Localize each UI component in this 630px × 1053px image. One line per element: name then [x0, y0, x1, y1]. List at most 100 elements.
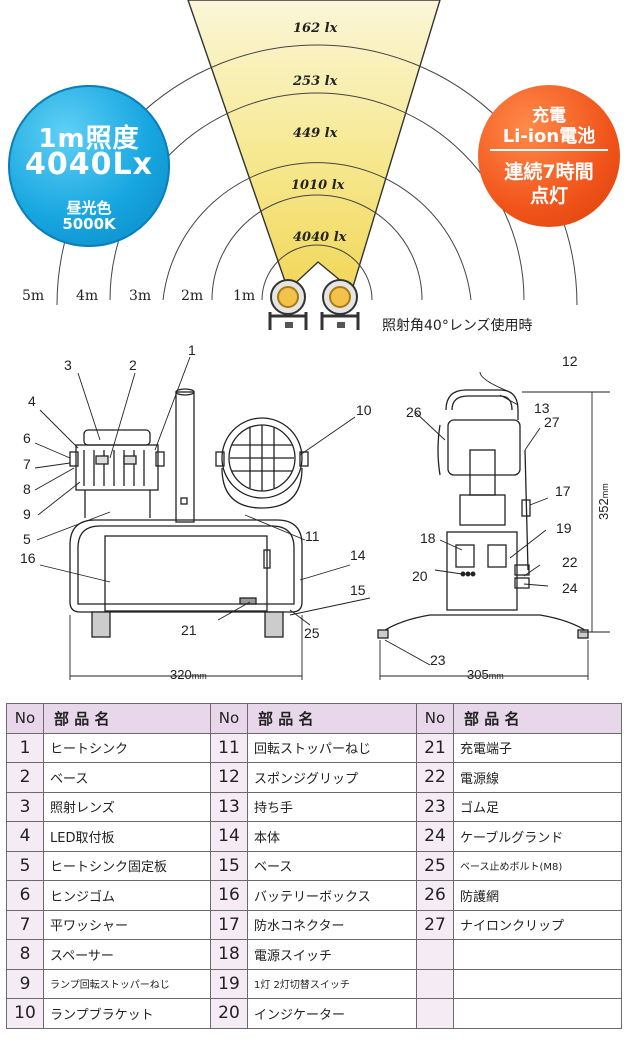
dimension-front-width: 320mm — [170, 667, 207, 682]
front-frame — [69, 519, 303, 638]
header-no-2: No — [210, 703, 248, 734]
part-name: ヒートシンク固定板 — [43, 850, 211, 881]
part-number: 23 — [416, 791, 454, 822]
part-number — [416, 998, 454, 1029]
callout-5: 5 — [23, 531, 31, 547]
lens-caption: 照射角40°レンズ使用時 — [382, 318, 533, 334]
dimension-height-value: 352 — [596, 498, 611, 520]
part-number: 27 — [416, 909, 454, 940]
callout-4: 4 — [28, 393, 36, 409]
callout-19: 19 — [556, 520, 572, 536]
callout-20: 20 — [412, 568, 428, 584]
distance-label-1m: 1m — [233, 288, 256, 304]
part-name — [453, 998, 622, 1029]
part-name: 持ち手 — [247, 791, 417, 822]
callout-8: 8 — [23, 481, 31, 497]
part-number: 12 — [210, 762, 248, 793]
dimension-height-unit: mm — [600, 483, 610, 499]
part-number: 25 — [416, 850, 454, 881]
lux-label-4m: 253 lx — [293, 74, 338, 89]
part-number: 3 — [6, 791, 44, 822]
part-name: 電源スイッチ — [247, 939, 417, 970]
callout-22: 22 — [562, 554, 578, 570]
callout-12: 12 — [562, 353, 578, 369]
lamp-heads — [268, 279, 360, 330]
callout-10: 10 — [356, 402, 372, 418]
technical-drawing — [34, 356, 610, 680]
part-name: スペーサー — [43, 939, 211, 970]
part-number: 24 — [416, 821, 454, 852]
distance-label-2m: 2m — [181, 288, 204, 304]
callout-11: 11 — [305, 528, 320, 544]
callout-16: 16 — [20, 550, 36, 566]
illuminance-badge: 1m照度 4040Lx 昼光色 5000K — [8, 85, 170, 247]
part-name: ヒートシンク — [43, 732, 211, 763]
badge-left-line1: 1m照度 — [38, 124, 140, 154]
badge-right-line4: 点灯 — [529, 185, 568, 207]
part-number: 18 — [210, 939, 248, 970]
lux-label-1m: 4040 lx — [293, 230, 347, 245]
distance-label-5m: 5m — [22, 288, 45, 304]
dimension-side-width: 305mm — [467, 667, 504, 682]
callout-23: 23 — [430, 652, 446, 668]
badge-left-line2: 4040Lx — [25, 147, 153, 182]
part-name: LED取付板 — [43, 821, 211, 852]
callout-27: 27 — [544, 414, 560, 430]
header-no-1: No — [6, 703, 44, 734]
part-number: 2 — [6, 762, 44, 793]
part-name: バッテリーボックス — [247, 880, 417, 911]
header-name-3: 部 品 名 — [453, 703, 622, 734]
part-name — [453, 939, 622, 970]
part-name: 1灯 2灯切替スイッチ — [247, 968, 417, 999]
light-beam — [187, 0, 441, 292]
dimension-side-value: 305 — [467, 667, 489, 682]
part-name: ケーブルグランド — [453, 821, 622, 852]
part-name: ベース止めボルト(M8) — [453, 850, 622, 881]
part-number: 26 — [416, 880, 454, 911]
part-name: ナイロンクリップ — [453, 909, 622, 940]
callout-6: 6 — [23, 430, 31, 446]
callout-9: 9 — [23, 506, 31, 522]
part-number: 21 — [416, 732, 454, 763]
part-name: 本体 — [247, 821, 417, 852]
callout-26: 26 — [406, 404, 422, 420]
arc-3m — [162, 162, 472, 301]
part-name: 回転ストッパーねじ — [247, 732, 417, 763]
part-number: 9 — [6, 968, 44, 999]
part-number: 8 — [6, 939, 44, 970]
dimension-front-value: 320 — [170, 667, 192, 682]
callout-7: 7 — [23, 456, 31, 472]
battery-badge: 充電 Li-ion電池 連続7時間 点灯 — [478, 85, 620, 227]
header-no-3: No — [416, 703, 454, 734]
part-name: 防護網 — [453, 880, 622, 911]
part-name: 充電端子 — [453, 732, 622, 763]
callout-24: 24 — [562, 580, 578, 596]
part-name: ベース — [43, 762, 211, 793]
part-number: 7 — [6, 909, 44, 940]
callout-25: 25 — [304, 625, 320, 641]
badge-left-line3: 昼光色 — [66, 199, 112, 217]
badge-right-line2: Li-ion電池 — [502, 126, 596, 147]
callout-18: 18 — [420, 530, 436, 546]
part-name: 防水コネクター — [247, 909, 417, 940]
part-number: 19 — [210, 968, 248, 999]
part-number: 4 — [6, 821, 44, 852]
part-number: 11 — [210, 732, 248, 763]
front-right-lamp — [215, 417, 309, 509]
part-number: 15 — [210, 850, 248, 881]
parts-table-header: No 部 品 名 No 部 品 名 No 部 品 名 — [6, 703, 622, 734]
illuminance-diagram — [56, 0, 578, 330]
part-number: 20 — [210, 998, 248, 1029]
callout-21: 21 — [181, 622, 197, 638]
lux-label-2m: 1010 lx — [291, 178, 345, 193]
callout-1: 1 — [188, 342, 196, 358]
part-number: 22 — [416, 762, 454, 793]
